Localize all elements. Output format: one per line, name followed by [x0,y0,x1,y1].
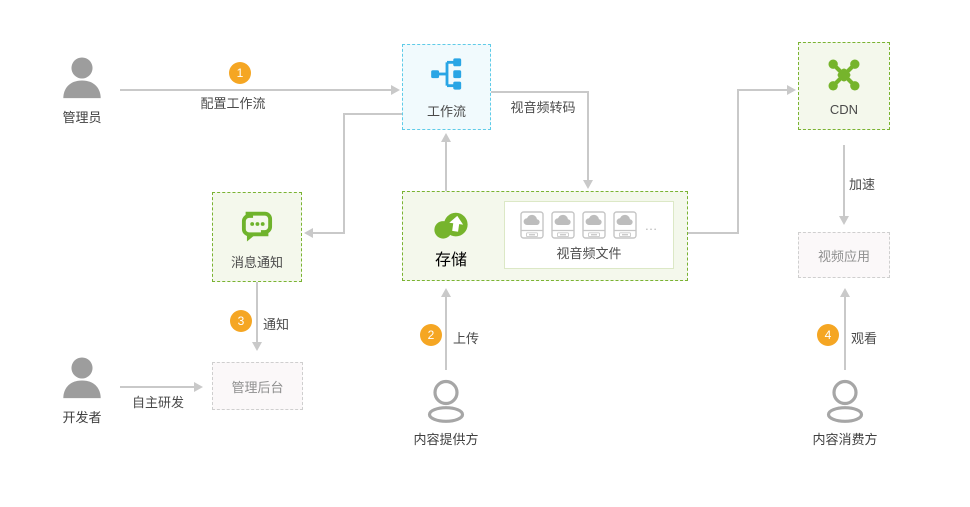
edge-accelerate-arrowhead [839,216,849,225]
step-badge-3: 3 [230,310,252,332]
edge-storage-workflow-line [445,140,447,191]
person-filled-icon [63,357,101,399]
cdn-nodes-icon [828,59,860,91]
edge-self-develop-arrowhead [194,382,203,392]
edge-accelerate-line [843,145,845,216]
media-file-icon [519,211,544,239]
media-files-label: 视音频文件 [556,246,622,261]
edge-configure-label: 配置工作流 [200,96,266,111]
edge-watch-line [844,297,846,370]
edge-storage-workflow-arrowhead [441,133,451,142]
admin-backend-node: 管理后台 [212,362,303,410]
storage-icon-block: 存储 [403,192,499,282]
cdn-node: CDN [798,42,890,130]
media-file-icon [550,211,575,239]
cdn-node-label: CDN [829,102,859,117]
actor-content-provider-label: 内容提供方 [413,432,479,447]
edge-storage-cdn-line [688,232,738,234]
step-badge-4: 4 [817,324,839,346]
edge-upload-arrowhead [441,288,451,297]
step-badge-2: 2 [420,324,442,346]
person-outline-icon [826,379,864,423]
media-file-icon [581,211,606,239]
video-app-node: 视频应用 [798,232,890,278]
person-filled-icon [63,57,101,99]
workflow-node: 工作流 [402,44,491,130]
actor-developer-label: 开发者 [62,410,102,425]
message-notification-node-label: 消息通知 [230,255,283,270]
edge-workflow-notify-line [343,113,402,115]
edge-notify-arrowhead [252,342,262,351]
chat-bubbles-icon [241,211,273,242]
actor-content-consumer: 内容消费方 [813,376,878,448]
edge-transcode-line [587,91,589,180]
storage-node: 存储 [402,191,688,281]
edge-upload-line [445,297,447,370]
actor-content-consumer-label: 内容消费方 [812,432,878,447]
edge-notify-line [256,282,258,342]
edge-configure-arrowhead [391,85,400,95]
edge-storage-cdn-arrowhead [787,85,796,95]
edge-upload-label: 上传 [453,331,480,346]
more-files-ellipsis: … [644,217,659,233]
edge-configure-line [120,89,392,91]
media-file-icon [612,211,637,239]
workflow-node-label: 工作流 [426,104,466,119]
actor-admin: 管理员 [54,56,110,126]
edge-storage-cdn-line [737,89,739,234]
edge-self-develop-line [120,386,194,388]
edge-workflow-notify-line [343,113,345,234]
edge-workflow-notify-arrowhead [304,228,313,238]
edge-self-develop-label: 自主研发 [131,395,184,410]
actor-content-provider: 内容提供方 [414,376,479,448]
person-outline-icon [427,379,465,423]
edge-transcode-label: 视音频转码 [510,100,576,115]
actor-admin-label: 管理员 [62,110,102,125]
media-files-box: … 视音频文件 [504,201,674,269]
edge-transcode-arrowhead [583,180,593,189]
edge-storage-cdn-line [737,89,788,91]
edge-watch-label: 观看 [851,331,878,346]
media-files-row: … [519,211,659,239]
edge-workflow-notify-line [312,232,343,234]
message-notification-node: 消息通知 [212,192,302,282]
edge-accelerate-label: 加速 [849,177,876,192]
step-badge-1: 1 [229,62,251,84]
edge-transcode-line [491,91,588,93]
admin-backend-label: 管理后台 [231,379,284,395]
edge-notify-label: 通知 [263,317,290,332]
edge-watch-arrowhead [840,288,850,297]
upload-cloud-icon [434,212,468,239]
workflow-branch-icon [430,58,461,90]
video-app-label: 视频应用 [817,248,870,264]
actor-developer: 开发者 [54,356,110,426]
storage-node-label: 存储 [434,252,467,269]
